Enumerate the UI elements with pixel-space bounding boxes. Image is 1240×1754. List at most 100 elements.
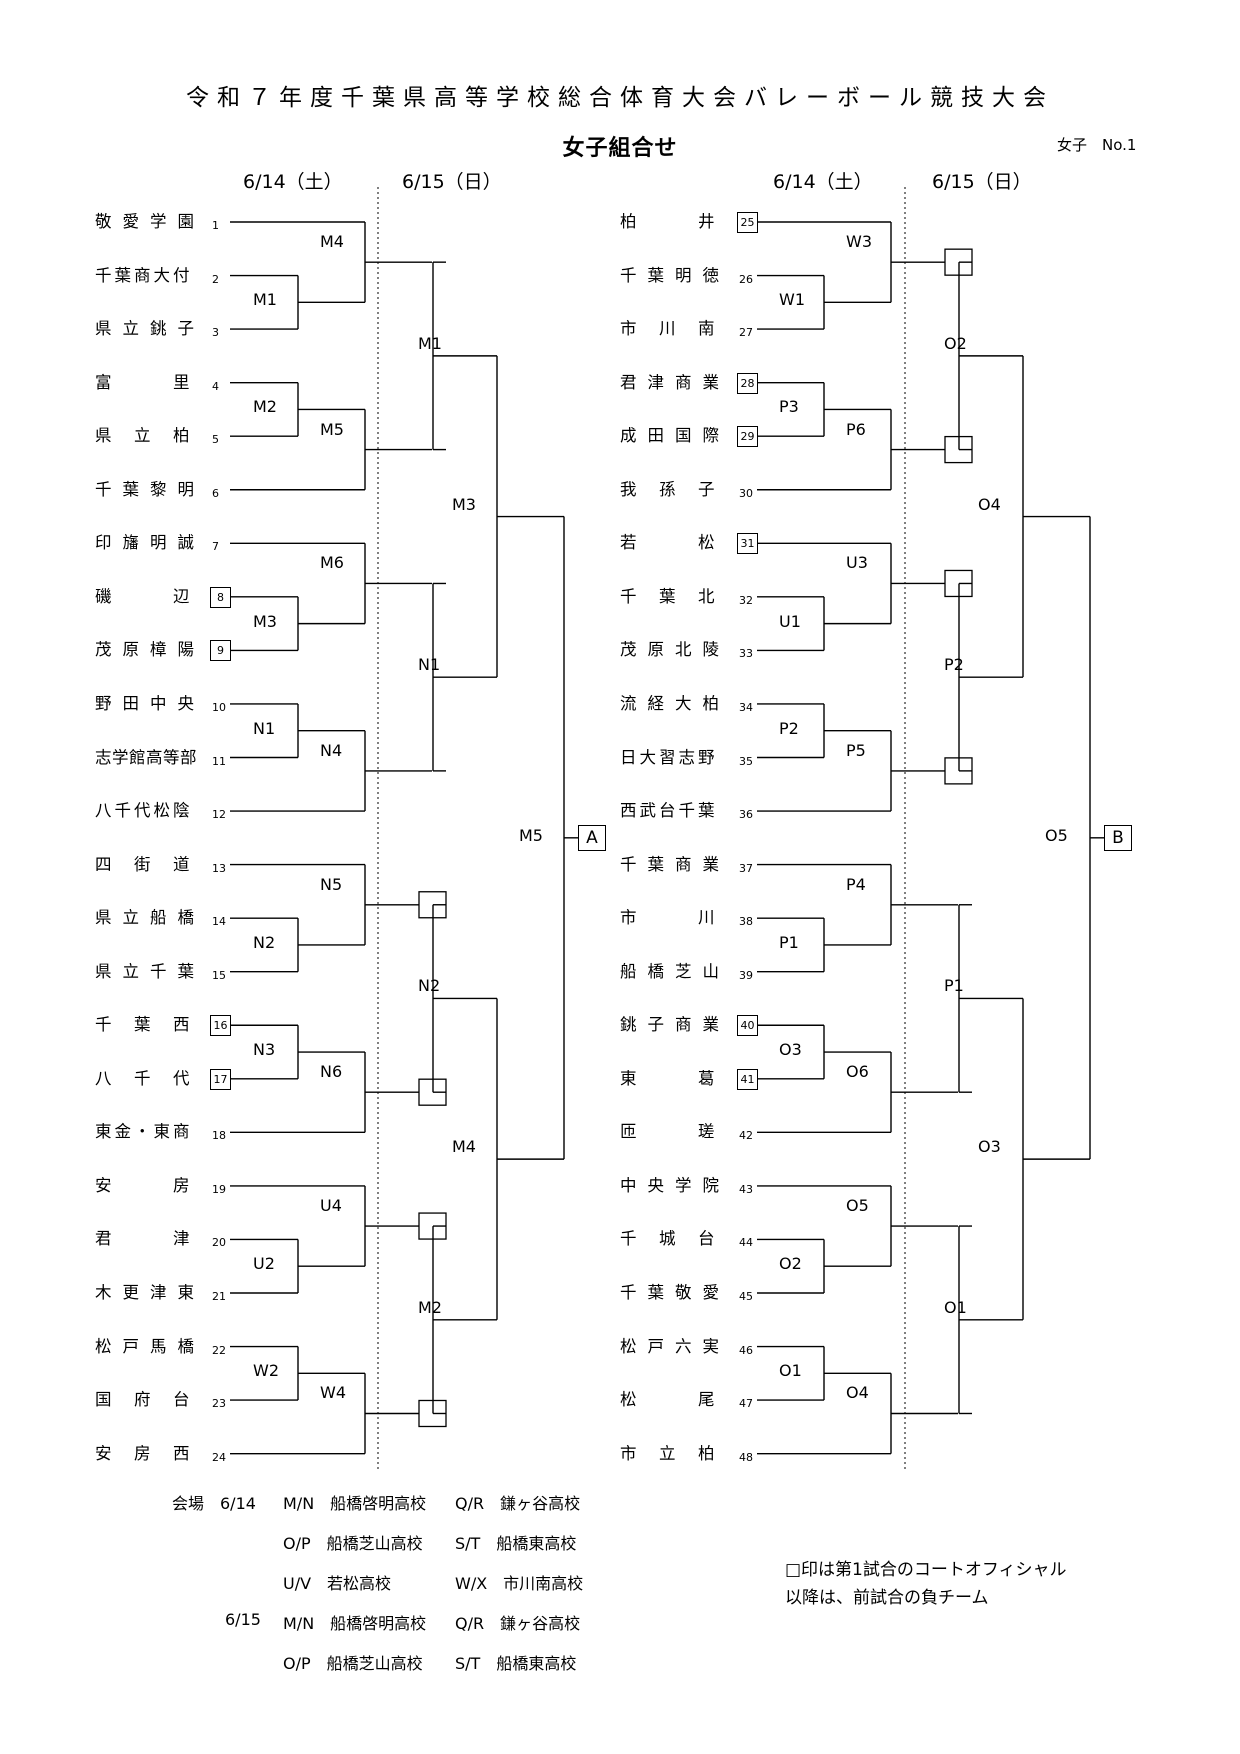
team-seed: 47: [739, 1397, 753, 1411]
venue-entry: W/X 市川南高校: [455, 1574, 584, 1593]
team-name: 県立銚子: [95, 319, 205, 339]
match-label: U1: [779, 611, 801, 631]
team-seed: 33: [739, 647, 753, 661]
team-seed: 37: [739, 861, 753, 875]
sheet-label: 女子 No.1: [1057, 136, 1137, 154]
match-label: N3: [253, 1040, 276, 1060]
team-seed: 12: [212, 808, 226, 822]
court-official-seed-box: 31: [737, 533, 758, 555]
match-label: M5: [320, 419, 344, 439]
team-seed: 20: [212, 1236, 226, 1250]
team-name: 成田国際: [620, 426, 730, 446]
team-seed: 3: [212, 326, 219, 340]
team-name: 中央学院: [620, 1175, 730, 1195]
block-winner-box: A: [578, 824, 606, 851]
team-name: 敬愛学園: [95, 212, 205, 231]
match-label: P2: [779, 718, 799, 738]
match-label: P6: [846, 419, 866, 439]
court-official-seed-box: 29: [737, 426, 758, 448]
team-seed: 45: [739, 1290, 753, 1303]
team-name: 県 立 柏: [95, 426, 193, 446]
match-label: N6: [320, 1062, 343, 1082]
team-name: 茂原北陵: [620, 640, 730, 660]
team-name: 県立千葉: [95, 961, 205, 981]
team-seed: 4: [212, 379, 219, 393]
team-name: 松戸六実: [620, 1336, 730, 1356]
team-name: 富 里: [95, 372, 193, 392]
team-name: 船橋芝山: [620, 961, 730, 981]
match-label: N2: [253, 932, 276, 952]
match-label: O4: [846, 1383, 869, 1403]
match-label: P1: [779, 932, 799, 952]
match-label: M6: [320, 553, 344, 573]
team-name: 安 房 西: [95, 1443, 193, 1463]
team-seed: 35: [739, 754, 753, 768]
team-seed: 11: [212, 754, 226, 768]
team-seed: 2: [212, 272, 219, 286]
match-label: M4: [452, 1137, 476, 1157]
team-name: 野田中央: [95, 693, 205, 713]
team-name: 県立船橋: [95, 908, 205, 928]
team-seed: 19: [212, 1182, 226, 1196]
page-title: 令和７年度千葉県高等学校総合体育大会バレーボール競技大会: [186, 85, 1054, 111]
team-name: 千葉黎明: [95, 479, 205, 499]
match-label: O3: [978, 1137, 1001, 1157]
match-label: M2: [253, 397, 277, 417]
team-name: 印旛明誠: [95, 533, 205, 553]
team-seed: 32: [739, 593, 753, 607]
team-name: 千葉明徳: [620, 265, 730, 285]
team-seed: 34: [739, 700, 753, 714]
team-name: 千 葉 西: [95, 1015, 193, 1035]
date-right-day1: 6/14（土）: [773, 171, 873, 193]
team-name: 茂原樟陽: [95, 640, 205, 660]
team-seed: 23: [212, 1397, 226, 1411]
page-subtitle: 女子組合せ: [562, 136, 678, 161]
team-name: 匝 瑳: [620, 1122, 718, 1142]
note-line: 以降は、前試合の負チーム: [785, 1588, 989, 1608]
team-seed: 21: [212, 1290, 226, 1303]
team-name: 柏 井: [620, 212, 718, 231]
team-name: 八千代松陰: [95, 801, 193, 821]
match-label: M3: [452, 494, 476, 514]
team-name: 市 立 柏: [620, 1443, 718, 1463]
team-seed: 24: [212, 1450, 226, 1464]
team-name: 若 松: [620, 533, 718, 553]
team-seed: 39: [739, 968, 753, 982]
court-official-note: □印は第1試合のコートオフィシャル 以降は、前試合の負チーム: [785, 1556, 1067, 1612]
team-name: 流経大柏: [620, 693, 730, 713]
team-seed: 27: [739, 326, 753, 340]
venue-entry: O/P 船橋芝山高校: [283, 1654, 423, 1673]
team-name: 千 葉 北: [620, 586, 718, 606]
team-seed: 36: [739, 808, 753, 822]
team-name: 君津商業: [620, 372, 730, 392]
match-label: O2: [944, 333, 967, 353]
team-name: 千葉商大付: [95, 265, 193, 285]
team-name: 安 房: [95, 1175, 193, 1195]
match-label: P1: [944, 976, 964, 996]
match-label: O2: [779, 1254, 802, 1274]
team-seed: 46: [739, 1343, 753, 1357]
match-label: P2: [944, 655, 964, 675]
court-official-seed-box: 25: [737, 212, 758, 233]
team-seed: 22: [212, 1343, 226, 1357]
team-name: 木更津東: [95, 1283, 205, 1302]
team-name: 東金・東商: [95, 1122, 193, 1142]
match-label: W3: [846, 232, 872, 252]
match-label: O1: [944, 1297, 967, 1317]
team-seed: 15: [212, 968, 226, 982]
venue-entry: S/T 船橋東高校: [455, 1654, 577, 1673]
team-name: 我 孫 子: [620, 479, 718, 499]
team-name: 君 津: [95, 1229, 193, 1249]
match-label: U4: [320, 1196, 342, 1216]
venue-entry: Q/R 鎌ヶ谷高校: [455, 1614, 581, 1633]
court-official-seed-box: 16: [210, 1015, 231, 1037]
team-name: 国 府 台: [95, 1390, 193, 1410]
date-left-day2: 6/15（日）: [402, 171, 502, 193]
court-official-seed-box: 28: [737, 372, 758, 394]
team-name: 東 葛: [620, 1068, 718, 1088]
venue-entry: U/V 若松高校: [283, 1574, 392, 1593]
team-name: 八 千 代: [95, 1068, 193, 1088]
match-label: W1: [779, 290, 805, 310]
team-name: 日大習志野: [620, 747, 718, 767]
